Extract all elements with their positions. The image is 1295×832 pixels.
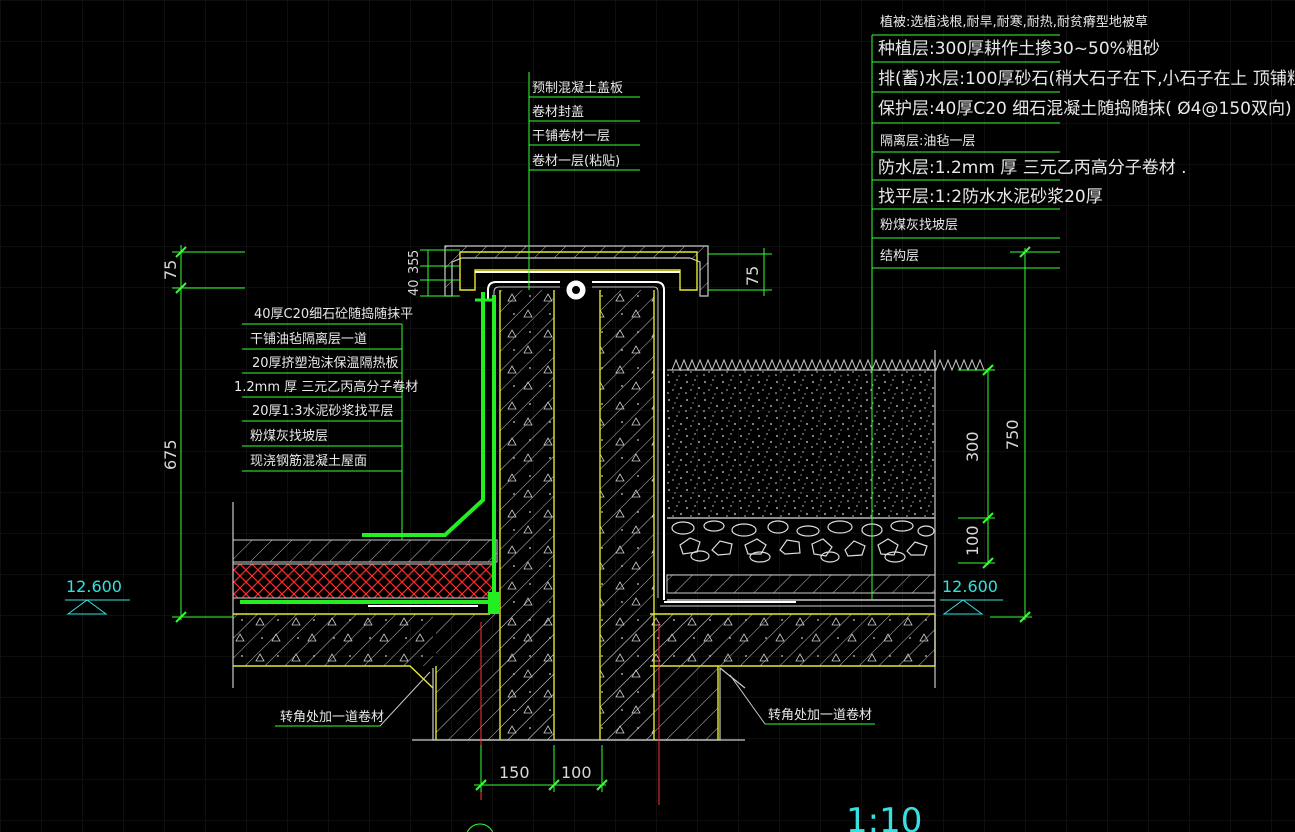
note-membrane-cap: 卷材封盖 bbox=[532, 104, 584, 120]
left-protection-layer bbox=[232, 539, 498, 563]
planting-soil bbox=[667, 370, 935, 518]
insulation-board bbox=[232, 563, 496, 599]
left-layer-isolation: 干铺油毡隔离层一道 bbox=[250, 331, 367, 347]
dim-right-total: 750 bbox=[1003, 419, 1022, 450]
layer-protection: 保护层:40厚C20 细石混凝土随捣随抹( Ø4@150双向) bbox=[878, 99, 1292, 119]
layer-isolation: 隔离层:油毡一层 bbox=[880, 133, 975, 149]
green-membrane bbox=[240, 292, 500, 614]
corner-note-right: 转角处加一道卷材 bbox=[768, 707, 872, 723]
bottom-dimensions: 150 100 bbox=[474, 745, 608, 792]
left-layer-protection: 40厚C20细石砼随捣随抹平 bbox=[254, 306, 413, 322]
level-left: 12.600 bbox=[66, 577, 122, 596]
layer-drainage: 排(蓄)水层:100厚砂石(稍大石子在下,小石子在上 顶铺粗砂) bbox=[878, 69, 1295, 89]
dim-soil: 300 bbox=[963, 431, 982, 462]
corner-note-left: 转角处加一道卷材 bbox=[280, 709, 384, 725]
left-layer-insulation: 20厚挤塑泡沫保温隔热板 bbox=[252, 356, 399, 371]
layer-slope-fill: 粉煤灰找坡层 bbox=[880, 218, 958, 233]
flashing-membrane bbox=[487, 281, 665, 600]
note-bonded-membrane: 卷材一层(粘贴) bbox=[532, 153, 620, 169]
note-precast-cover: 预制混凝土盖板 bbox=[532, 80, 623, 96]
layer-planting: 种植层:300厚耕作土掺30~50%粗砂 bbox=[878, 39, 1160, 59]
dim-cap-5: 5 bbox=[407, 250, 422, 258]
left-roof-section bbox=[232, 502, 498, 689]
right-roof-section bbox=[650, 350, 985, 688]
axis-bubble bbox=[466, 823, 494, 832]
vegetation-line bbox=[667, 358, 985, 372]
left-layer-membrane: 1.2mm 厚 三元乙丙高分子卷材 bbox=[234, 379, 418, 395]
top-center-notes: 预制混凝土盖板 卷材封盖 干铺卷材一层 卷材一层(粘贴) bbox=[528, 72, 640, 290]
left-dimensions: 75 675 bbox=[161, 245, 245, 623]
left-layer-legend: 40厚C20细石砼随捣随抹平 干铺油毡隔离层一道 20厚挤塑泡沫保温隔热板 1.… bbox=[234, 306, 418, 540]
right-layer-legend: 植被:选植浅根,耐旱,耐寒,耐热,耐贫瘠型地被草 种植层:300厚耕作土掺30~… bbox=[871, 14, 1295, 600]
dim-left-top: 75 bbox=[161, 260, 180, 280]
dim-gravel: 100 bbox=[963, 525, 982, 556]
dim-left-main: 675 bbox=[161, 439, 180, 470]
dim-cap-35: 35 bbox=[407, 257, 422, 274]
right-dimensions: 300 100 750 bbox=[958, 246, 1060, 623]
layer-structure: 结构层 bbox=[880, 249, 919, 264]
layer-waterproof: 防水层:1.2mm 厚 三元乙丙高分子卷材 . bbox=[878, 158, 1187, 178]
protection-layer bbox=[666, 574, 936, 594]
dim-bottom-100: 100 bbox=[561, 763, 592, 782]
left-layer-slab: 现浇钢筋混凝土屋面 bbox=[250, 453, 367, 469]
dim-right-cap: 75 bbox=[743, 266, 762, 286]
corner-notes: 转角处加一道卷材 转角处加一道卷材 bbox=[275, 671, 875, 727]
dim-cap-40: 40 bbox=[407, 279, 422, 296]
dim-bottom-150: 150 bbox=[499, 763, 530, 782]
note-dry-membrane: 干铺卷材一层 bbox=[532, 128, 610, 144]
level-marks: 12.600 12.600 bbox=[65, 577, 1003, 615]
left-layer-screed: 20厚1:3水泥砂浆找平层 bbox=[252, 404, 393, 419]
cap-dimensions: 40 35 5 75 bbox=[407, 248, 772, 297]
level-right: 12.600 bbox=[942, 577, 998, 596]
layer-vegetation: 植被:选植浅根,耐旱,耐寒,耐热,耐贫瘠型地被草 bbox=[880, 14, 1148, 30]
left-layer-slope-fill: 粉煤灰找坡层 bbox=[250, 429, 328, 444]
layer-screed: 找平层:1:2防水水泥砂浆20厚 bbox=[878, 187, 1103, 207]
parapet-wall bbox=[412, 290, 746, 741]
gravel-layer bbox=[667, 517, 935, 563]
drawing-scale: 1:10 bbox=[846, 801, 922, 832]
